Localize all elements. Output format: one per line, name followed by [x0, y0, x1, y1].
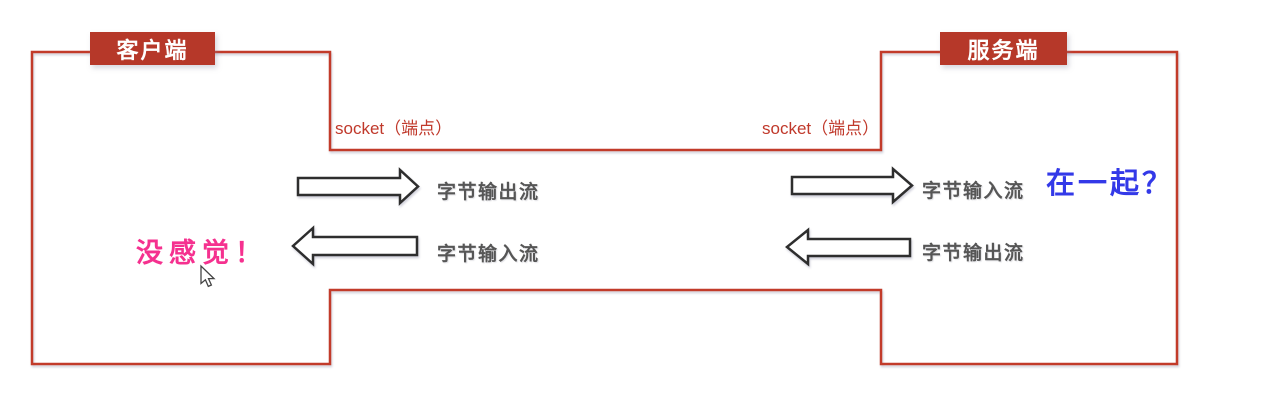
server-byte-output-stream-label: 字节输出流 — [922, 243, 1025, 264]
client-server-connection-outline — [30, 50, 1179, 366]
handwritten-note-left: 没感觉！ — [136, 238, 268, 268]
server-socket-endpoint-label: socket（端点） — [762, 119, 880, 138]
server-title-label: 服务端 — [967, 37, 1040, 63]
server-byte-input-stream-label: 字节输入流 — [922, 181, 1025, 202]
server-input-right-arrow-icon — [790, 166, 914, 205]
client-input-left-arrow-icon — [291, 225, 419, 267]
server-output-left-arrow-icon — [785, 227, 912, 267]
mouse-pointer-icon — [200, 264, 216, 288]
server-title-box: 服务端 — [940, 32, 1067, 65]
client-title-label: 客户端 — [116, 37, 189, 63]
handwritten-note-right: 在一起？ — [1046, 168, 1175, 200]
client-title-box: 客户端 — [90, 32, 215, 65]
client-socket-endpoint-label: socket（端点） — [335, 119, 453, 138]
client-byte-input-stream-label: 字节输入流 — [437, 244, 540, 265]
client-output-right-arrow-icon — [296, 167, 420, 206]
client-byte-output-stream-label: 字节输出流 — [437, 182, 540, 203]
